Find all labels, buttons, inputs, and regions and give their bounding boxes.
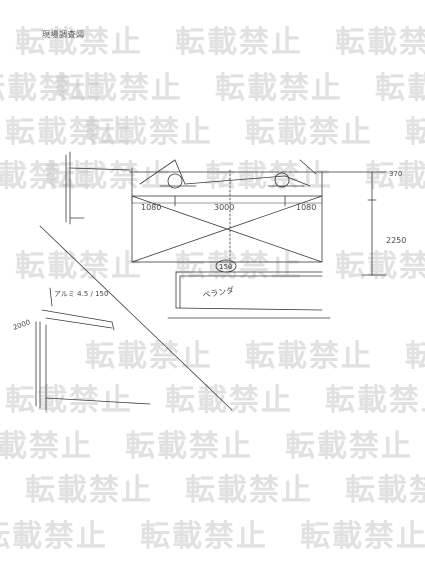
document-title: 現場調査図 (42, 30, 85, 39)
dim-top-left: 1080 (141, 203, 161, 212)
watermark-text: 転載禁止 (205, 159, 333, 194)
watermark-text: 転載禁止 (5, 115, 133, 150)
watermark-text: 転載禁止 (215, 71, 343, 106)
dim-left-height: 2000 (12, 318, 31, 332)
dim-circled: 150 (219, 263, 232, 271)
right-dimension-line (359, 171, 387, 276)
watermark-text: 転載禁止 (335, 249, 425, 284)
top-rail (129, 159, 361, 197)
watermark-text: 転載禁止 (245, 115, 373, 150)
dim-right-top: 370 (389, 170, 402, 178)
watermark-text: 転載禁止 (0, 519, 108, 554)
watermark-text: 転載禁止 (0, 429, 93, 464)
window-frame (131, 169, 323, 269)
watermark-text: 転載禁止 (345, 473, 425, 508)
watermark-text: 転載禁止 (15, 25, 143, 60)
watermark-text: 転載禁止 (245, 339, 373, 374)
watermark-text: 転載禁止 (0, 159, 93, 194)
dim-top-right: 1080 (296, 203, 316, 212)
watermark-text: 転載禁止 (185, 473, 313, 508)
veranda-ledge (167, 259, 331, 319)
watermark-text: 転載禁止 (15, 249, 143, 284)
watermark-text: 転載禁止 (85, 339, 213, 374)
watermark-text: 転載禁止 (165, 383, 293, 418)
dim-right-height: 2250 (386, 236, 406, 245)
watermark-text: 転載禁止 (335, 25, 425, 60)
watermark-text: 転載禁止 (175, 249, 303, 284)
watermark-text: 転載禁止 (55, 71, 183, 106)
watermark-text: 転載禁止 (365, 159, 425, 194)
left-wall-lower (35, 287, 151, 411)
watermark-text: 転載禁止 (300, 519, 425, 554)
watermark-text: 転載禁止 (375, 71, 425, 106)
watermark-text: 転載禁止 (285, 429, 413, 464)
watermark-text: 転載禁止 (405, 339, 425, 374)
watermark-text: 転載禁止 (405, 115, 425, 150)
dim-top-center: 3000 (214, 203, 234, 212)
watermark-text: 転載禁止 (140, 519, 268, 554)
watermark-text: 転載禁止 (0, 71, 103, 106)
watermark-text: 転載禁止 (25, 473, 153, 508)
diagonal-guide (39, 225, 233, 411)
left-wall-top (65, 151, 131, 225)
left-label: アルミ 4.5 / 150 (54, 290, 108, 298)
watermark-text: 転載禁止 (125, 429, 253, 464)
watermark-text: 転載禁止 (175, 25, 303, 60)
veranda-label: ベランダ (202, 285, 235, 300)
watermark-text: 転載禁止 (5, 383, 133, 418)
watermark-text: 転載禁止 (325, 383, 425, 418)
watermark-text: 転載禁止 (85, 115, 213, 150)
